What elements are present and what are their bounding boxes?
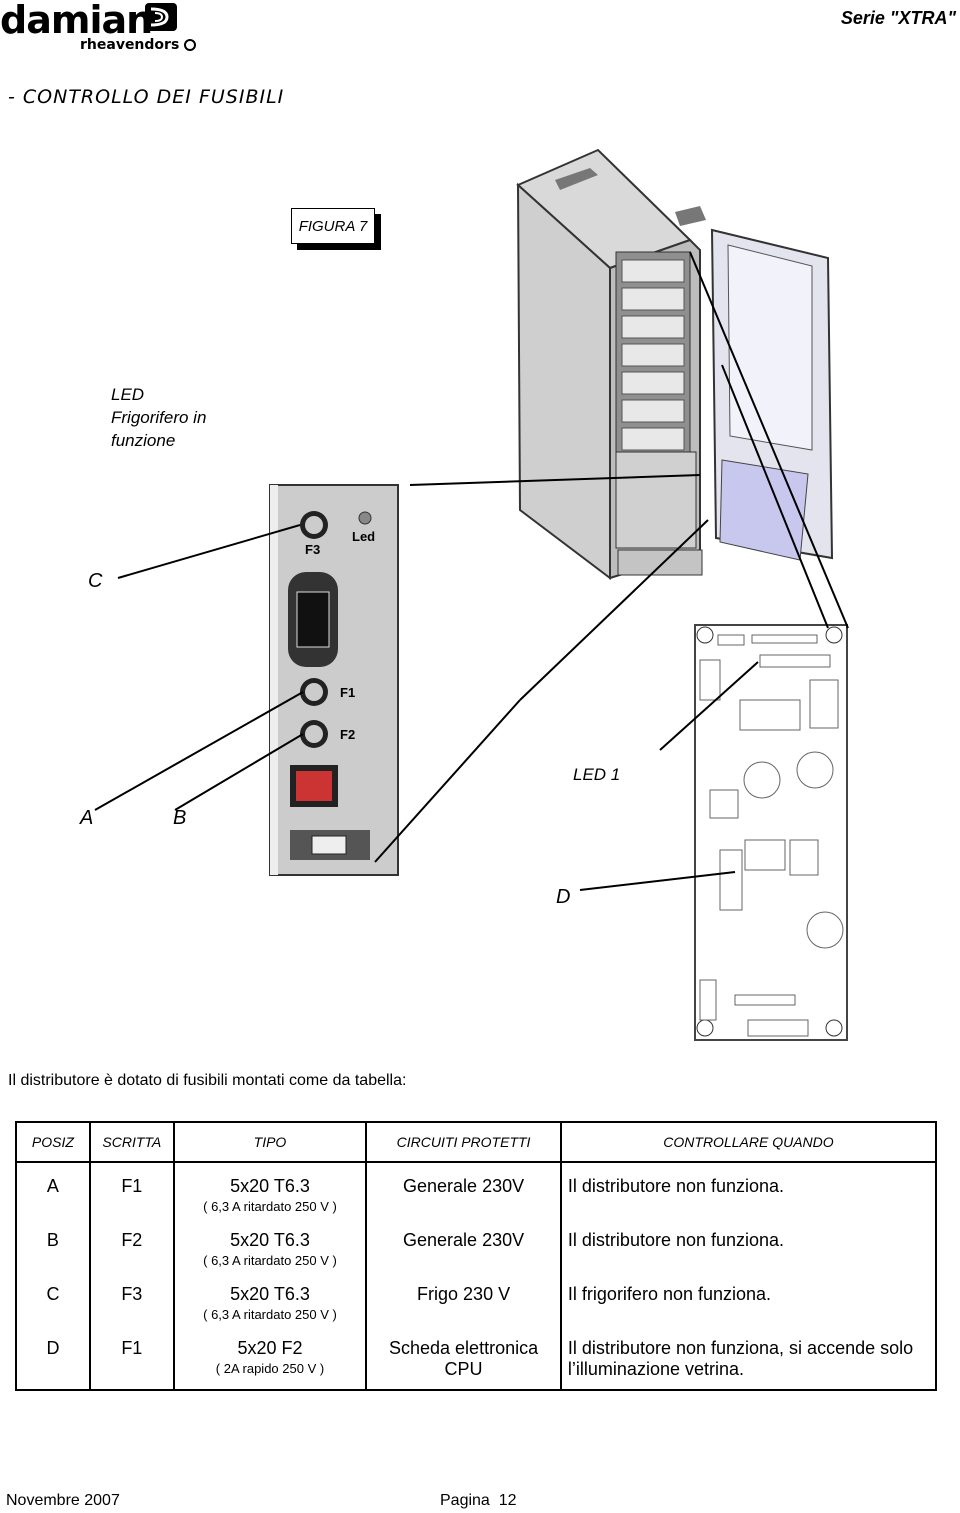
tipo-b: 5x20 T6.3( 6,3 A ritardato 250 V ) [203, 1230, 337, 1268]
callout-led1: LED 1 [573, 765, 621, 784]
brand-mark-icon [145, 3, 177, 31]
scritta-c: F3 [121, 1284, 143, 1304]
table-body-row: A B C D F1 F2 F3 F1 5x20 T6.3( 6,3 A rit… [15, 1161, 938, 1391]
fuse-panel-drawing [269, 484, 399, 876]
circuiti-d: Scheda elettronica CPU [389, 1338, 539, 1379]
fuse-table: POSIZ SCRITTA TIPO CIRCUITI PROTETTI CON… [15, 1121, 938, 1391]
brand-subtitle: rheavendors [80, 37, 197, 53]
header-scritta: SCRITTA [88, 1121, 175, 1163]
pos-a: A [46, 1176, 59, 1196]
callout-a: A [80, 807, 94, 829]
header-posiz: POSIZ [15, 1121, 91, 1163]
callout-led-frigo-line3: funzione [111, 431, 176, 450]
header-circuiti: CIRCUITI PROTETTI [365, 1121, 562, 1163]
figure-label: FIGURA 7 [291, 208, 375, 244]
quando-a: Il distributore non funziona. [567, 1176, 785, 1196]
section-title: - CONTROLLO DEI FUSIBILI [8, 86, 285, 108]
callout-c: C [88, 570, 103, 592]
tipo-c: 5x20 T6.3( 6,3 A ritardato 250 V ) [203, 1284, 337, 1322]
series-label: Serie "XTRA" [840, 8, 956, 28]
header-tipo: TIPO [172, 1121, 368, 1163]
quando-b: Il distributore non funziona. [567, 1230, 785, 1250]
panel-label-led: Led [352, 529, 375, 544]
tipo-d: 5x20 F2( 2A rapido 250 V ) [215, 1338, 325, 1376]
fuse-diagram-illustration: F3 Led F1 F2 [94, 148, 849, 1041]
footer-date: Novembre 2007 [6, 1492, 120, 1509]
circuit-board-drawing [694, 624, 848, 1041]
callout-led-frigo-line2: Frigorifero in [111, 408, 207, 427]
panel-label-f2: F2 [340, 727, 355, 742]
scritta-d: F1 [121, 1338, 143, 1358]
brand-logo: damian [0, 0, 153, 42]
callout-led-frigo-line1: LED [111, 385, 145, 404]
circuiti-c: Frigo 230 V [417, 1284, 511, 1304]
panel-label-f3: F3 [305, 542, 320, 557]
header-quando: CONTROLLARE QUANDO [559, 1121, 938, 1163]
footer-page: Pagina 12 [440, 1492, 517, 1509]
pos-d: D [46, 1338, 60, 1358]
circuiti-b: Generale 230V [403, 1230, 525, 1250]
quando-d: Il distributore non funziona, si accende… [567, 1338, 914, 1379]
scritta-b: F2 [121, 1230, 143, 1250]
vending-machine-drawing [516, 148, 834, 581]
callout-b: B [173, 807, 187, 829]
tipo-a: 5x20 T6.3( 6,3 A ritardato 250 V ) [203, 1176, 337, 1214]
quando-c: Il frigorifero non funziona. [567, 1284, 772, 1304]
callout-lines [94, 251, 849, 891]
circuiti-a: Generale 230V [403, 1176, 525, 1196]
pos-b: B [46, 1230, 59, 1250]
scritta-a: F1 [121, 1176, 143, 1196]
pos-c: C [46, 1284, 60, 1304]
table-header-row: POSIZ SCRITTA TIPO CIRCUITI PROTETTI CON… [15, 1121, 938, 1163]
panel-label-f1: F1 [340, 685, 355, 700]
intro-text: Il distributore è dotato di fusibili mon… [8, 1072, 407, 1089]
callout-d: D [556, 886, 571, 908]
